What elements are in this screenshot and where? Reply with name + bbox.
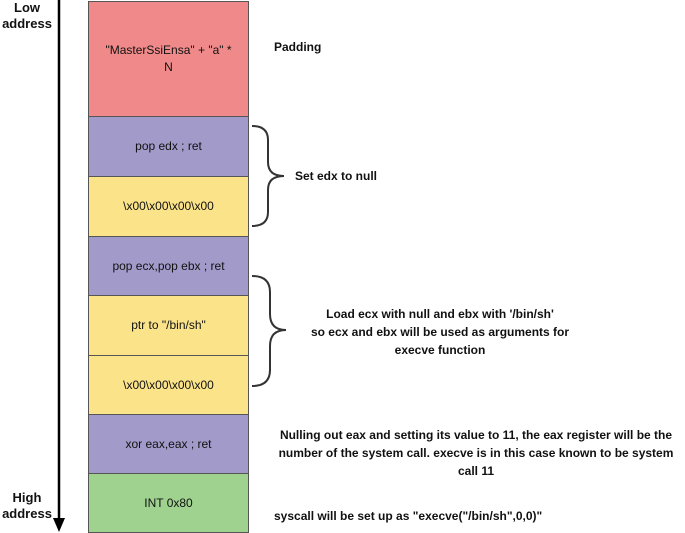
annotation-nulling-eax: Nulling out eax and setting its value to… <box>278 428 674 478</box>
stack-cell-text: INT 0x80 <box>144 495 193 510</box>
low-address-label: Low address <box>2 0 52 31</box>
brace-load-ecx-ebx <box>251 275 287 387</box>
stack-cell-text: \x00\x00\x00\x00 <box>123 199 214 213</box>
stack-cell-text: \x00\x00\x00\x00 <box>123 377 214 392</box>
annotation-padding: Padding <box>274 40 322 54</box>
stack-cell-null-edx: \x00\x00\x00\x00 <box>88 176 249 237</box>
annotation-load-ecx-ebx: Load ecx with null and ebx with '/bin/sh… <box>310 307 570 357</box>
stack-cell-text: xor eax,eax ; ret <box>125 436 212 451</box>
stack-cell-ptr-binsh: ptr to "/bin/sh" <box>88 295 249 356</box>
stack-cell-pop-edx: pop edx ; ret <box>88 116 249 177</box>
stack-cell-text: pop edx ; ret <box>135 139 202 153</box>
stack-cell-text: pop ecx,pop ebx ; ret <box>112 258 225 273</box>
annotation-set-edx: Set edx to null <box>295 169 378 183</box>
stack-cell-text: ptr to "/bin/sh" <box>131 318 206 332</box>
brace-set-edx <box>251 125 285 227</box>
address-direction-arrow <box>53 0 65 532</box>
stack-cell-int-0x80: INT 0x80 <box>88 473 249 533</box>
stack-cell-text: "MasterSsiEnsa" + "a" * N <box>105 43 232 74</box>
stack-cell-xor-eax: xor eax,eax ; ret <box>88 414 249 474</box>
annotation-syscall: syscall will be set up as "execve("/bin/… <box>274 509 543 523</box>
stack-cell-pop-ecx-ebx: pop ecx,pop ebx ; ret <box>88 236 249 296</box>
high-address-label: High address <box>2 490 52 521</box>
arrow-head <box>53 518 65 532</box>
stack-cell-null-ecx: \x00\x00\x00\x00 <box>88 355 249 415</box>
